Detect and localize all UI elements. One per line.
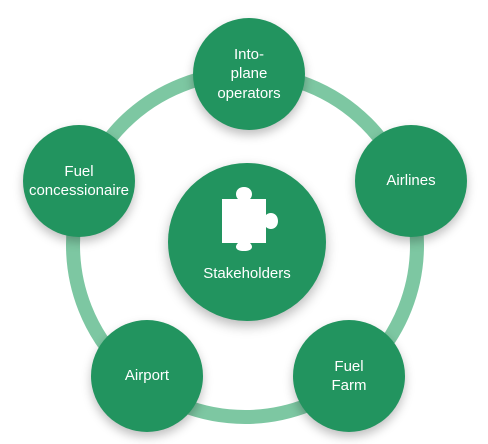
node-label: Fuel concessionaire (28, 162, 130, 199)
puzzle-piece-icon (222, 187, 278, 251)
node-airport: Airport (91, 320, 203, 432)
node-into-plane-operators: Into- plane operators (193, 18, 305, 130)
node-fuel-concessionaire: Fuel concessionaire (23, 125, 135, 237)
node-label: Fuel Farm (331, 357, 367, 394)
center-label: Stakeholders (203, 265, 291, 282)
node-label: Into- plane operators (217, 46, 281, 102)
node-airlines: Airlines (355, 125, 467, 237)
node-fuel-farm: Fuel Farm (293, 320, 405, 432)
node-label: Airlines (386, 172, 436, 190)
node-label: Airport (124, 367, 170, 385)
center-node-stakeholders: Stakeholders (168, 163, 326, 321)
